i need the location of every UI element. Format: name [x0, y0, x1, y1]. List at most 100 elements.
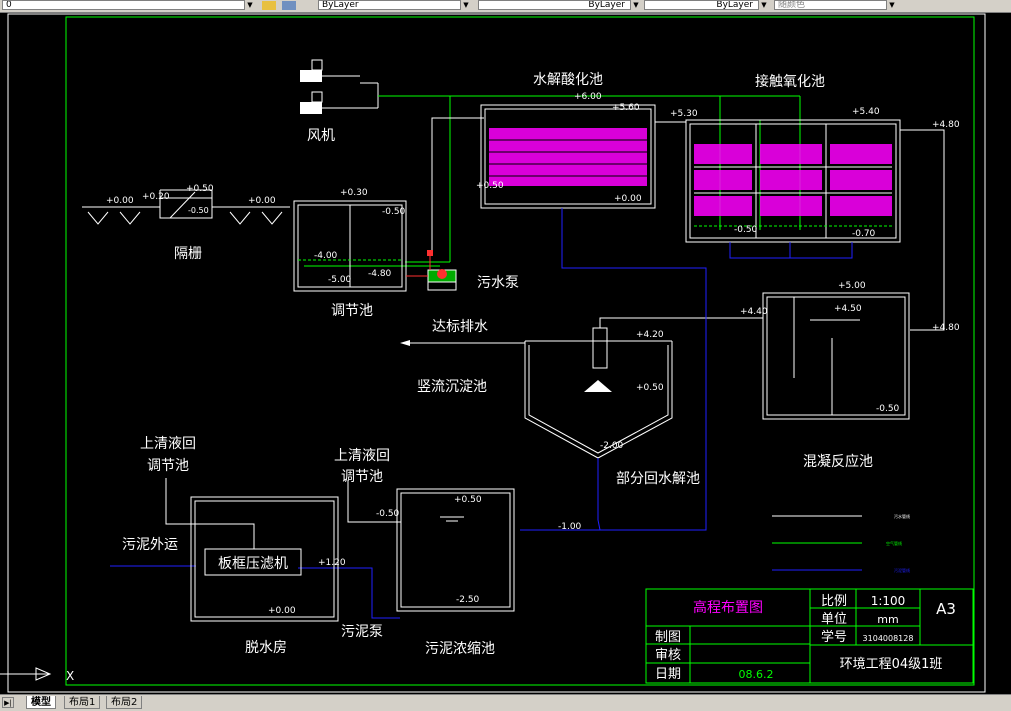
supernatant-return-2-line1: 上清液回 [334, 448, 390, 464]
screen-label: 隔栅 [174, 246, 202, 262]
coagulation-tank-label: 混凝反应池 [803, 453, 873, 470]
color-combo[interactable]: ByLayer [318, 0, 470, 10]
screen-channel [82, 189, 290, 225]
sludge-thickener-label: 污泥浓缩池 [425, 641, 495, 657]
elev-press-in: +1.20 [318, 558, 346, 568]
linetype-combo[interactable]: ByLayer [478, 0, 640, 10]
color-dropdown-arrow[interactable]: ▼ [460, 0, 471, 10]
sludge-pump-label: 污泥泵 [341, 624, 383, 640]
title-block [645, 588, 974, 684]
elev-thk-out: -0.50 [376, 509, 400, 519]
plotstyle-dropdown-arrow[interactable]: ▼ [886, 0, 897, 10]
tab-scroll-first-button[interactable]: ▶| [2, 697, 14, 708]
vertical-settler-label: 竖流沉淀池 [417, 379, 487, 395]
discharge-label: 达标排水 [432, 319, 488, 335]
dewatering-room-shape [190, 496, 339, 622]
legend-air: 空气管线 [886, 540, 902, 546]
elev-coag-in: +4.80 [932, 323, 960, 333]
fan-unit [300, 59, 379, 114]
elev-eq-bottom: -5.00 [328, 275, 352, 285]
partial-return-label: 部分回水解池 [616, 471, 700, 487]
filter-press-label: 板框压滤机 [218, 556, 288, 572]
sludge-pipeline [110, 208, 853, 619]
elev-hyd-water: +5.60 [612, 103, 640, 113]
sewage-pump-label: 污水泵 [477, 275, 519, 291]
layer-manager-icon[interactable] [262, 1, 276, 10]
vertical-settler-shape [524, 327, 673, 459]
elev-thk-bottom: -2.50 [456, 595, 480, 605]
scale-label: 比例 [821, 594, 847, 609]
elev-co-top: +5.40 [852, 107, 880, 117]
elev-co-in: +5.30 [670, 109, 698, 119]
co-to-coag-line [900, 129, 945, 331]
lineweight-dropdown-arrow[interactable]: ▼ [758, 0, 769, 10]
fan-label: 风机 [307, 128, 335, 144]
elev-eq-water: -0.50 [382, 207, 406, 217]
drawing-title: 高程布置图 [693, 599, 763, 616]
elev-vs-bottom: -2.00 [600, 441, 624, 451]
unit-value: mm [877, 613, 898, 626]
elev-sludge-return: -1.00 [558, 522, 582, 532]
elev-vs-top: +4.20 [636, 330, 664, 340]
date-label: 日期 [655, 667, 681, 682]
contact-oxidation-label: 接触氧化池 [755, 73, 825, 90]
plotstyle-combo[interactable]: 随颜色 [774, 0, 896, 10]
elev-eq-top: +0.30 [340, 188, 368, 198]
elev-eq-mid: -4.00 [314, 251, 338, 261]
legend-water: 污水管线 [894, 513, 910, 519]
elev-inlet-2: +0.20 [142, 192, 170, 202]
student-id-label: 学号 [821, 629, 847, 645]
elev-hyd-top: +6.00 [574, 92, 602, 102]
sheet-size: A3 [936, 600, 956, 618]
layer-previous-icon[interactable] [282, 1, 296, 10]
equalization-tank-shape [293, 200, 407, 292]
unit-label: 单位 [821, 612, 847, 627]
coagulation-tank-shape [762, 292, 910, 420]
class-name: 环境工程04级1班 [840, 657, 943, 672]
elev-thk-top: +0.50 [454, 495, 482, 505]
elev-screen-out: +0.00 [248, 196, 276, 206]
supernatant-return-1-line [165, 478, 255, 549]
elev-press-floor: +0.00 [268, 606, 296, 616]
contact-oxidation-shape [685, 119, 901, 243]
supernatant-return-1-line2: 调节池 [147, 458, 189, 474]
elev-screen-top: +0.50 [186, 184, 214, 194]
elev-coag-water: +4.50 [834, 304, 862, 314]
elev-co-bot-a: -0.50 [734, 225, 758, 235]
sludge-out-label: 污泥外运 [122, 537, 178, 553]
supernatant-return-2-line2: 调节池 [341, 469, 383, 485]
layer-dropdown-arrow[interactable]: ▼ [244, 0, 255, 10]
ucs-x-label: X [66, 669, 74, 683]
scale-value: 1:100 [871, 594, 906, 608]
hydrolysis-tank-shape [480, 104, 656, 209]
equalization-tank-label: 调节池 [331, 303, 373, 319]
elev-co-bot-b: -0.70 [852, 229, 876, 239]
tab-model[interactable]: 模型 [26, 696, 56, 709]
properties-toolbar: 0 ▼ ByLayer ▼ ByLayer ▼ ByLayer ▼ 随颜色 ▼ [0, 0, 1011, 13]
legend-sludge: 污泥管线 [894, 567, 910, 573]
elev-inlet-1: +0.00 [106, 196, 134, 206]
supernatant-return-1-line1: 上清液回 [140, 436, 196, 452]
elev-coag-bottom: -0.50 [876, 404, 900, 414]
line-legend [772, 515, 862, 571]
elev-pump-inlet: -4.80 [368, 269, 392, 279]
drawing-canvas[interactable]: 风机 隔栅 +0.00 +0.20 +0.50 -0.50 +0.00 调节池 … [0, 12, 1011, 694]
elev-coag-top: +5.00 [838, 281, 866, 291]
supernatant-return-2-line [347, 480, 401, 523]
linetype-dropdown-arrow[interactable]: ▼ [630, 0, 641, 10]
lineweight-combo[interactable]: ByLayer [644, 0, 768, 10]
elev-hyd-bottom: +0.00 [614, 194, 642, 204]
sewage-pump-shape [406, 250, 457, 291]
layout-tab-bar: ▶| 模型 布局1 布局2 [0, 694, 1011, 711]
hydrolysis-tank-label: 水解酸化池 [533, 72, 603, 88]
date-value: 08.6.2 [739, 668, 774, 681]
layer-combo[interactable]: 0 [2, 0, 254, 10]
tab-layout2[interactable]: 布局2 [106, 696, 143, 709]
elev-vs-mid: +0.50 [636, 383, 664, 393]
paper-border [7, 13, 986, 693]
elev-hyd-in: +0.50 [476, 181, 504, 191]
dewatering-room-label: 脱水房 [245, 640, 287, 656]
drawn-by-label: 制图 [655, 630, 681, 645]
tab-layout1[interactable]: 布局1 [64, 696, 101, 709]
ucs-icon [0, 667, 52, 681]
